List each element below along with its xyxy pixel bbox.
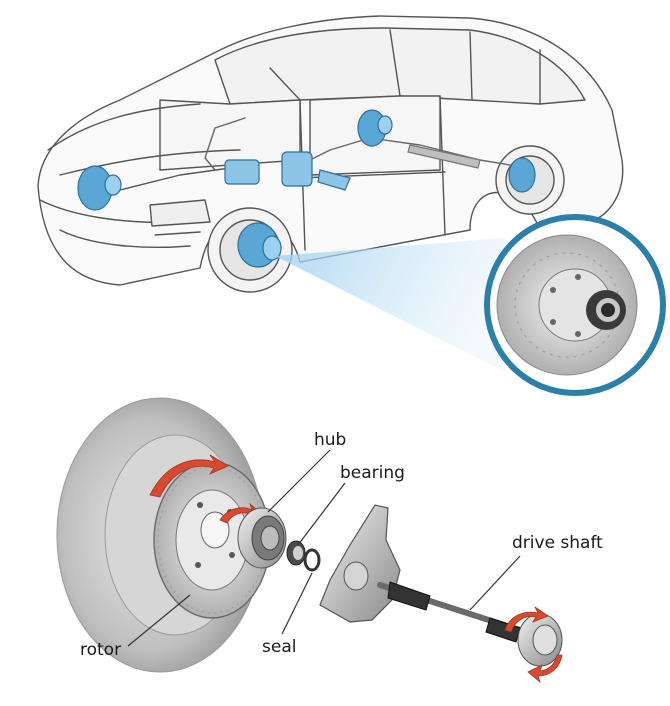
label-hub: hub xyxy=(314,430,347,450)
label-seal: seal xyxy=(262,637,297,657)
wheel-bearing-inset xyxy=(484,214,666,396)
label-drive-shaft: drive shaft xyxy=(512,533,603,553)
car-brake-components xyxy=(77,109,536,268)
label-bearing: bearing xyxy=(340,463,405,483)
label-rotor: rotor xyxy=(80,640,122,660)
leader-lines xyxy=(127,449,521,647)
seal-part xyxy=(303,548,321,572)
hub-part xyxy=(237,507,287,569)
zoom-beam xyxy=(275,238,505,372)
drive-shaft-part xyxy=(377,581,563,667)
rotation-arrow-icon xyxy=(149,454,229,498)
rotation-arrow-icon xyxy=(504,606,549,633)
bearing-part xyxy=(286,540,306,566)
knuckle-part xyxy=(319,504,401,623)
rotation-arrow-icon xyxy=(527,654,563,684)
